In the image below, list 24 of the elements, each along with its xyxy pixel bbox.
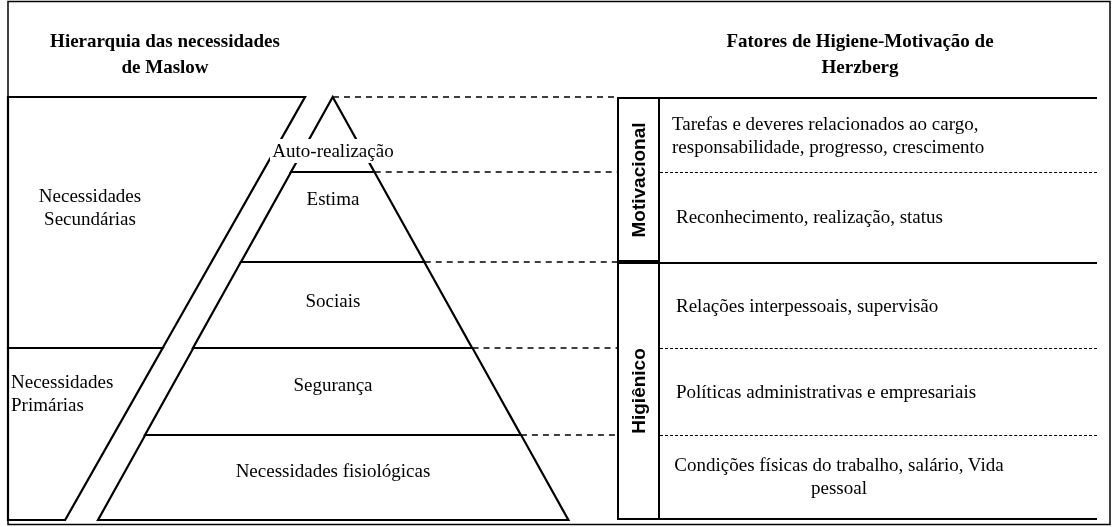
band-label: Higiênico xyxy=(627,348,650,434)
column-heading: Fatores de Higiene-Motivação de Herzberg xyxy=(725,29,995,79)
band-label: Necessidades Secundárias xyxy=(37,184,143,231)
band-label: Motivacional xyxy=(627,121,650,238)
column-heading: Hierarquia das necessidades de Maslow xyxy=(49,29,281,79)
level-label: Estima xyxy=(305,186,361,211)
level-label: Segurança xyxy=(292,372,374,397)
pyramid-level xyxy=(145,348,521,435)
band-label: Necessidades Primárias xyxy=(11,370,115,417)
factor-text: Tarefas e deveres relacionados ao cargo, responsabilidade, progresso, crescimento xyxy=(672,112,986,159)
factor-row xyxy=(660,435,1097,520)
pyramid-level xyxy=(97,435,569,520)
pyramid-level xyxy=(241,172,425,262)
factor-text: Políticas administrativas e empresariais xyxy=(676,380,978,404)
pyramid-level xyxy=(193,262,473,348)
factor-text: Condições físicas do trabalho, salário, Vida pessoal xyxy=(674,454,1004,500)
factor-band xyxy=(617,262,660,520)
level-label: Sociais xyxy=(304,288,362,313)
needs-band xyxy=(8,348,163,520)
factor-text: Relações interpessoais, supervisão xyxy=(676,294,940,318)
level-label: Necessidades fisiológicas xyxy=(234,458,432,483)
level-label: Auto-realização xyxy=(270,139,396,163)
factor-text: Reconhecimento, realização, status xyxy=(676,206,944,229)
factor-band xyxy=(617,97,660,262)
